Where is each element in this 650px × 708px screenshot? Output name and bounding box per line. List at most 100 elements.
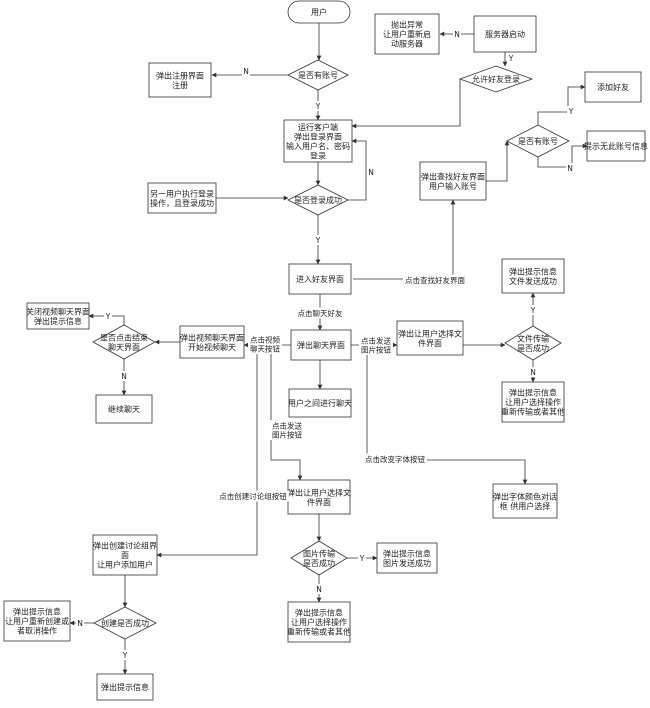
register-text: 弹出注册界面 (156, 70, 204, 80)
edge (348, 138, 367, 201)
label-N: N (367, 167, 375, 177)
label-N: N (315, 584, 323, 594)
file_sent-text: 文件发送成功 (509, 276, 557, 286)
img_fail-text: 弹出提示信息 (295, 608, 343, 618)
Y-text: Y (122, 651, 128, 660)
continue_chat-text: 继续聊天 (108, 404, 140, 414)
label-N: N (453, 29, 461, 39)
label-N: N (242, 66, 250, 76)
label-N: N (529, 367, 537, 377)
N-text: N (243, 67, 249, 76)
label-N: N (76, 618, 84, 628)
font_dialog-text: 弹出字体颜色对话 (493, 491, 557, 501)
N-text: N (77, 619, 83, 628)
img_ok_q-text: 图片传输 (303, 548, 335, 558)
label-Y: Y (358, 553, 366, 563)
node-login-ok: 是否登录成功 (287, 184, 349, 216)
other_login-text: 另一用户执行登录 (150, 188, 214, 198)
label-Y: Y (507, 53, 515, 63)
label-click-group: 点击创建讨论组按钮 (217, 490, 289, 502)
run_client-text: 输入用户名、密码 (286, 141, 350, 151)
label-Y: Y (314, 101, 322, 111)
edge (486, 140, 510, 182)
click_send_img_right-text: 点击发送 (361, 336, 391, 346)
label-click-find-friend: 点击查找好友界面 (403, 274, 467, 286)
end_video_q-text: 聊天界面 (108, 343, 140, 352)
choose_file_mid-text: 弹出让用户选择文 (287, 487, 351, 497)
node-enter-friends: 进入好友界面 (288, 263, 352, 295)
create_fail-text: 弹出提示信息 (13, 607, 61, 617)
node-users-chat: 用户之间进行聊天 (288, 388, 352, 418)
Y-text: Y (315, 236, 321, 245)
node-continue-chat: 继续聊天 (95, 394, 153, 424)
users_chat-text: 用户之间进行聊天 (288, 398, 352, 408)
edge (270, 345, 303, 481)
label-click-font: 点击改变字体按钮 (363, 453, 427, 465)
click_find_friend-text: 点击查找好友界面 (405, 275, 465, 285)
Y-text: Y (530, 306, 536, 315)
exception-text: 让用户重新启 (383, 29, 431, 39)
Y-text: Y (359, 554, 365, 563)
close_video-text: 弹出提示信息 (34, 316, 82, 326)
create_fail-text: 让用户重新创建或 (5, 616, 69, 626)
N-text: N (567, 164, 573, 173)
label-click-chat-friend: 点击聊天好友 (295, 307, 345, 319)
click_send_img_right-text: 图片按钮 (361, 345, 391, 355)
node-has-account: 是否有账号 (287, 59, 349, 91)
run_client-text: 弹出登录界面 (294, 131, 342, 141)
edge (366, 345, 528, 485)
group_ui-text: 面 (121, 551, 129, 560)
edge (537, 84, 586, 125)
choose_file_top-text: 件界面 (418, 338, 442, 348)
run_client-text: 运行客户端 (298, 122, 338, 132)
video_ui-text: 开始视频聊天 (188, 342, 236, 352)
video_ui-text: 弹出视频聊天界面 (180, 332, 244, 342)
img_fail-text: 让用户选择操作 (291, 617, 347, 627)
click_chat_friend-text: 点击聊天好友 (298, 308, 343, 318)
label-Y: Y (104, 311, 112, 321)
group_ui-text: 让用户添加用户 (97, 560, 153, 570)
click_font-text: 点击改变字体按钮 (365, 454, 425, 464)
Y-text: Y (105, 312, 111, 321)
find_friend_ui-text: 弹出查找好友界面 (421, 171, 485, 181)
label-Y: Y (121, 650, 129, 660)
node-create-ok-q: 创建是否成功 (93, 606, 157, 640)
file_sent-text: 弹出提示信息 (509, 266, 557, 276)
node-server-start: 服务器启动 (473, 15, 537, 53)
create_msg-text: 弹出提示信息 (101, 682, 149, 692)
node-exists-account: 是否有账号 (506, 124, 570, 158)
create_fail-text: 者取消操作 (17, 626, 57, 636)
node-user: 用户 (287, 0, 351, 24)
allow_friend_login-text: 允许好友登录 (472, 74, 520, 84)
has_account-text: 是否有账号 (298, 70, 338, 80)
group_ui-text: 弹出创建讨论组界 (93, 541, 157, 551)
exception-text: 抛出异常 (391, 20, 423, 30)
click_group-text: 点击创建讨论组按钮 (219, 491, 287, 501)
N-text: N (316, 585, 322, 594)
node-chat-ui: 弹出聊天界面 (290, 329, 352, 361)
enter_friends-text: 进入好友界面 (296, 274, 344, 284)
Y-text: Y (315, 102, 321, 111)
